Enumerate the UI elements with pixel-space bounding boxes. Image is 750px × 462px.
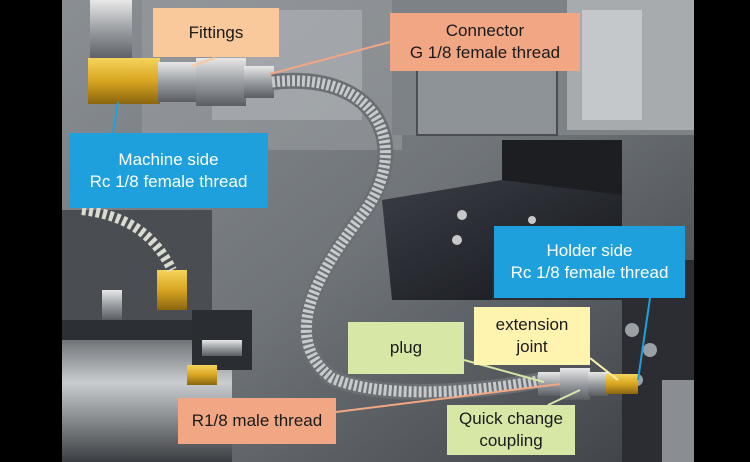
quick-change-label-line-2: coupling — [479, 431, 543, 450]
fittings-label-line-1: Fittings — [188, 22, 244, 42]
machine-side-label-line-1: Machine side — [118, 149, 219, 169]
quick-change-label: Quick change coupling — [447, 405, 575, 455]
plug-label-line-1: plug — [389, 338, 423, 357]
holder-side-label-line-1: Holder side — [546, 241, 633, 260]
male-thread-label-line-1: R1/8 male thread — [191, 411, 323, 430]
extension-joint-label-line-2: joint — [516, 337, 548, 356]
quick-change-label-line-1: Quick change — [459, 409, 563, 428]
holder-side-label-line-2: Rc 1/8 female thread — [510, 263, 669, 282]
connector-label-line-1: Connector — [445, 21, 525, 40]
plug-label: plug — [348, 322, 464, 374]
connector-label: Connector G 1/8 female thread — [390, 13, 580, 71]
male-thread-label: R1/8 male thread — [178, 398, 336, 444]
machine-side-label: Machine side Rc 1/8 female thread — [69, 133, 268, 208]
fittings-label: Fittings — [153, 8, 279, 57]
extension-joint-label-line-1: extension — [495, 315, 569, 334]
holder-side-label: Holder side Rc 1/8 female thread — [494, 226, 685, 298]
extension-joint-label: extension joint — [474, 307, 590, 365]
connector-label-line-2: G 1/8 female thread — [409, 43, 561, 62]
machine-side-label-line-2: Rc 1/8 female thread — [89, 171, 248, 191]
